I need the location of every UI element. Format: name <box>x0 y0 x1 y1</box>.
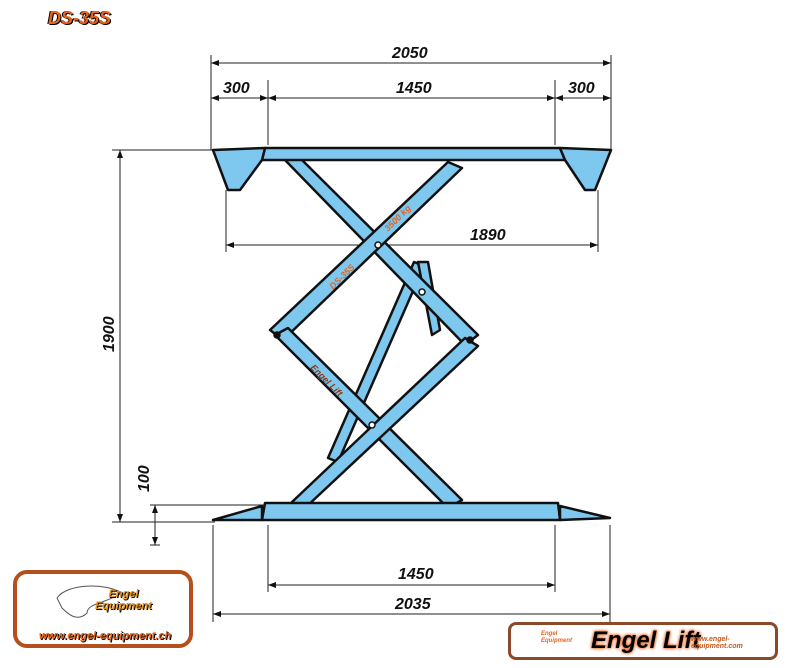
logo-url-small: www.engel-equipment.com <box>691 636 743 650</box>
dim-300-right: 300 <box>568 80 595 97</box>
scissor-lift <box>211 146 613 522</box>
logo-url: www.engel-equipment.ch <box>39 630 172 642</box>
dim-1900: 1900 <box>101 316 118 352</box>
dim-300-left: 300 <box>223 80 250 97</box>
top-ramp-right <box>558 146 613 192</box>
logo-swoosh-icon <box>56 585 123 618</box>
engel-equipment-logo: Engel Equipment www.engel-equipment.ch <box>13 570 193 648</box>
top-ramp-left <box>211 146 267 192</box>
dim-2035: 2035 <box>394 596 432 613</box>
dim-1450-top: 1450 <box>396 80 432 97</box>
base-ramp-left <box>211 504 264 522</box>
dim-2050: 2050 <box>391 45 428 62</box>
dim-1450-bottom: 1450 <box>398 566 434 583</box>
model-title: DS-35S <box>48 8 112 28</box>
dim-100: 100 <box>136 465 153 492</box>
lower-arm-a <box>273 326 464 510</box>
logo-brand-big: Engel Lift <box>591 627 701 654</box>
top-platform <box>260 146 567 162</box>
logo-brand: Engel Equipment <box>95 588 152 612</box>
base-frame <box>260 501 562 522</box>
upper-arm-a <box>283 156 480 347</box>
base-ramp-right <box>558 504 612 522</box>
dim-1890: 1890 <box>470 227 506 244</box>
